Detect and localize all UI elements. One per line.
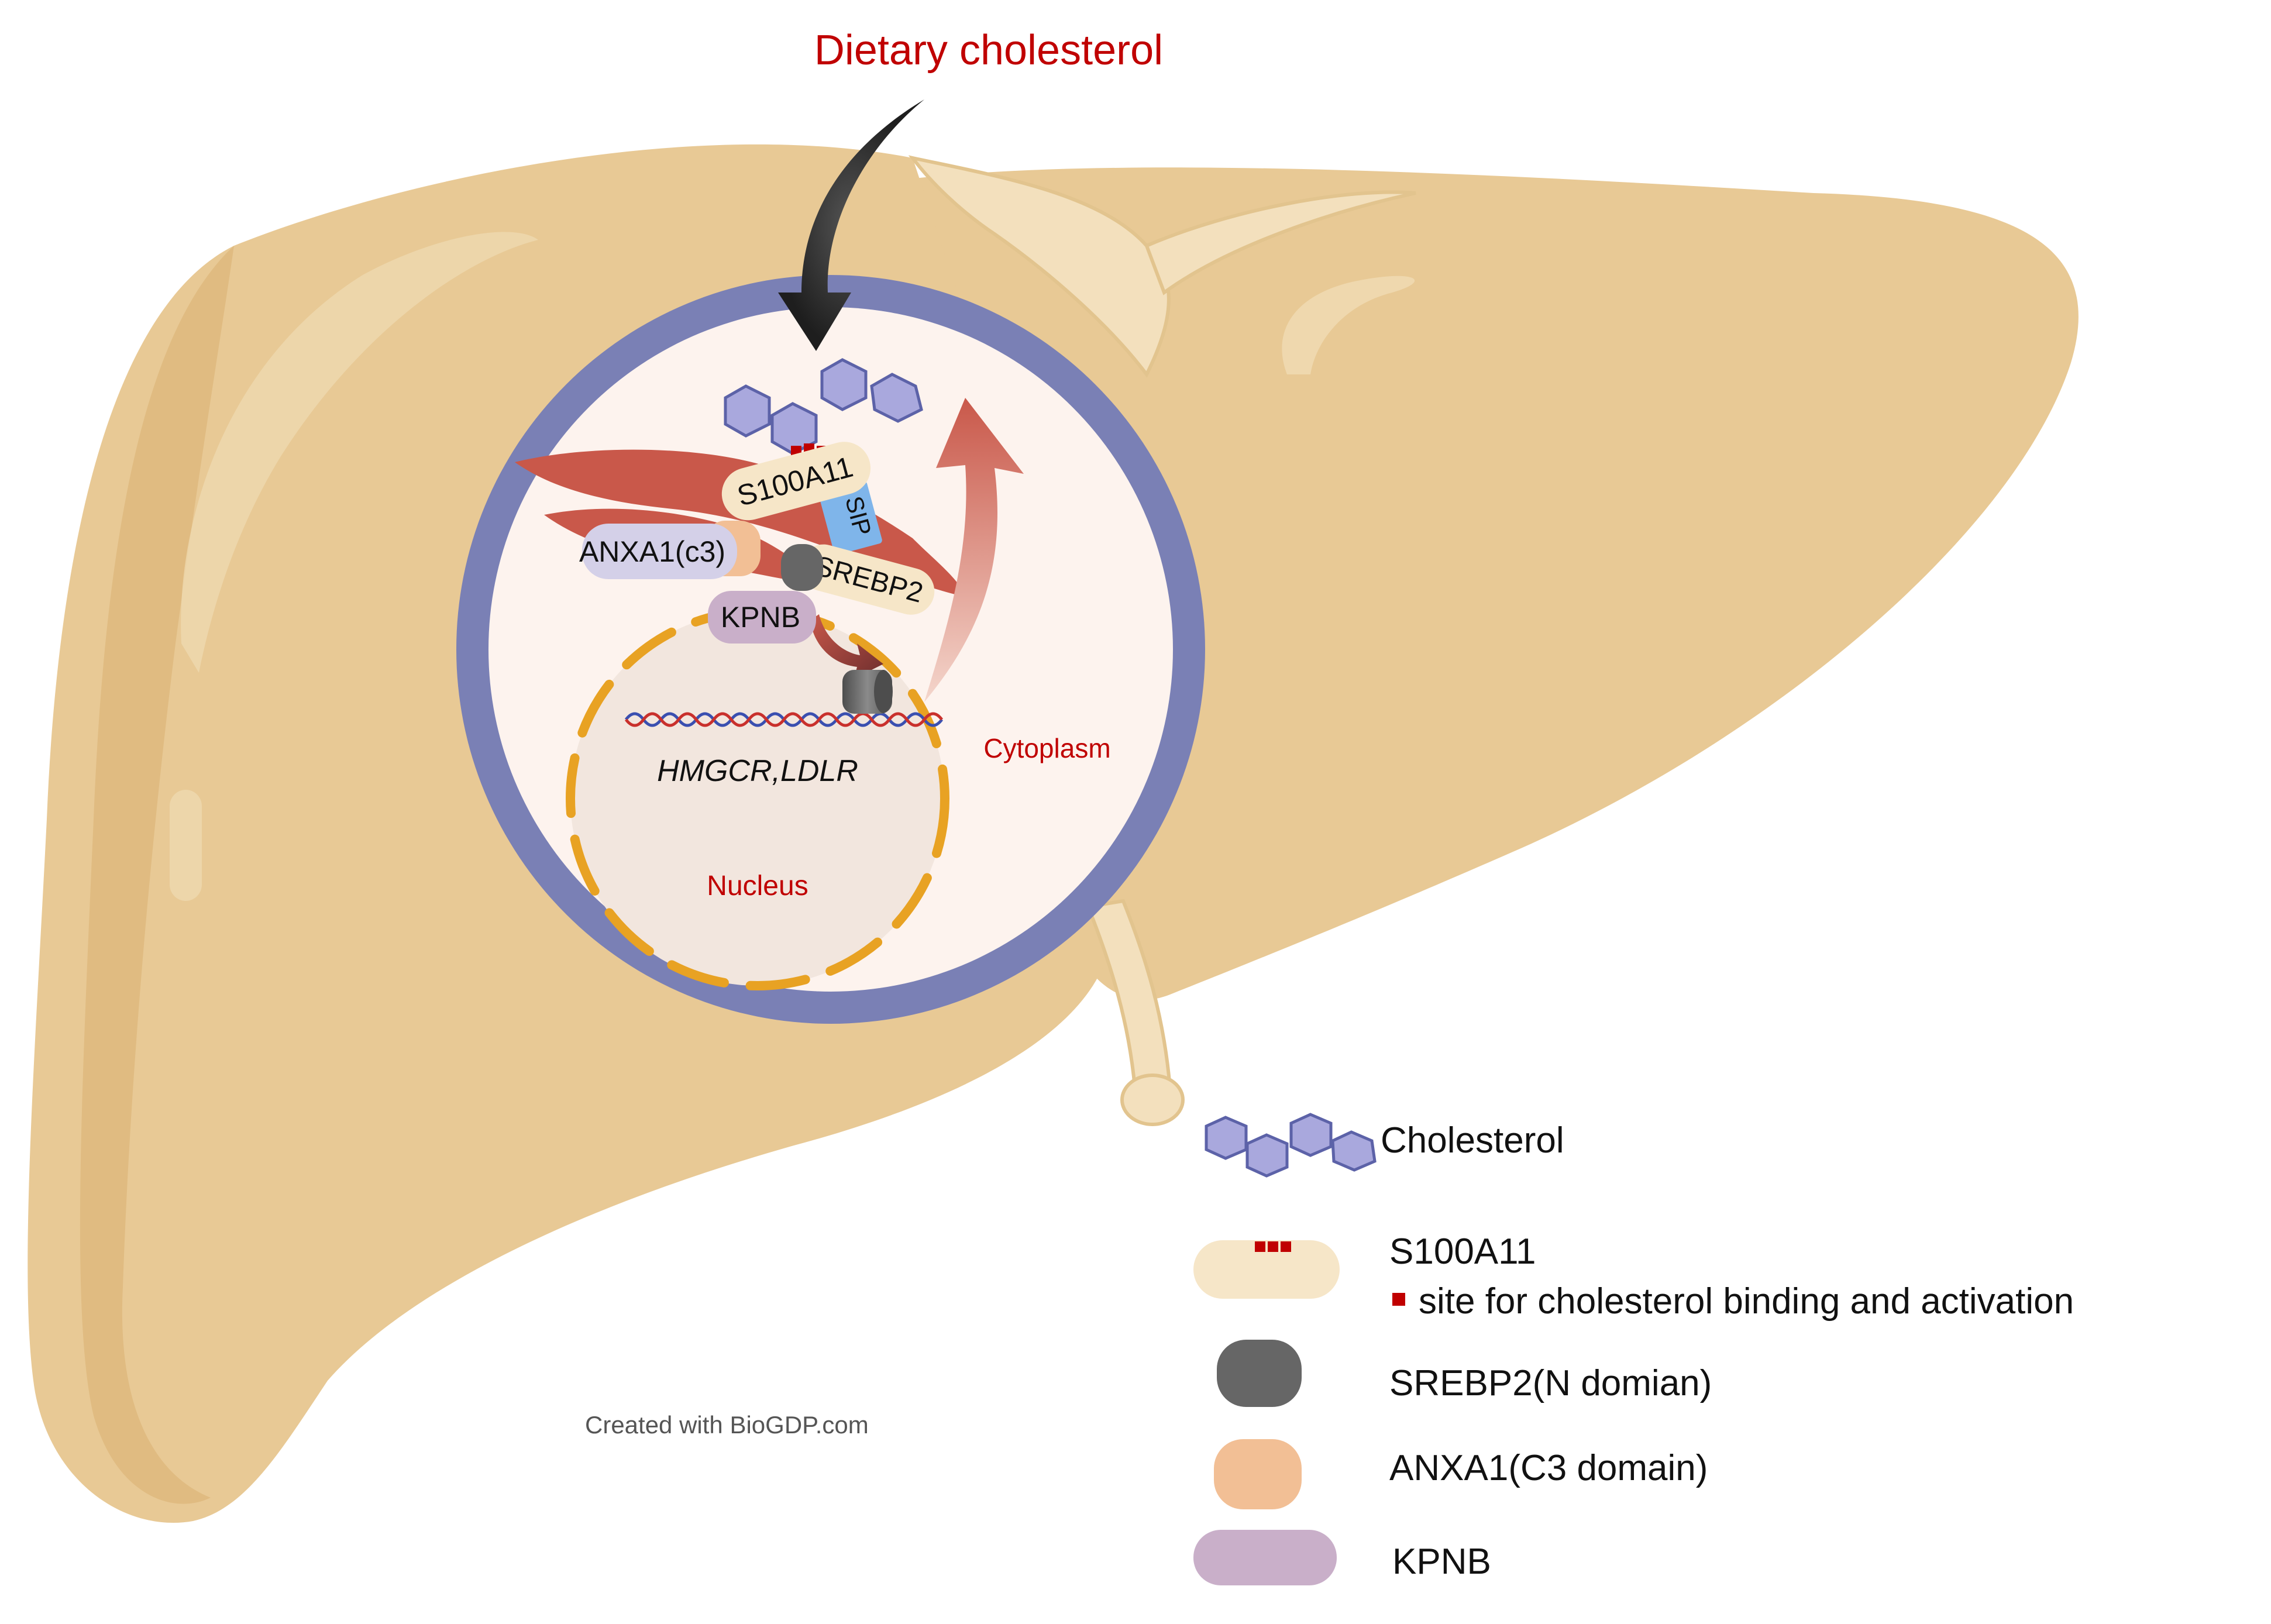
hepatocyte-cell: HMGCR,LDLR Nucleus Cytoplasm SIP [456,275,1205,1024]
round-ligament-tip [1120,1074,1185,1126]
dna-helix [625,712,943,727]
credit-text: Created with BioGDP.com [585,1411,869,1439]
anxa1-protein [582,524,737,579]
liver-highlight-2 [1282,276,1415,374]
srebp2-translocation-up-arrow [924,398,1024,702]
endoplasmic-reticulum [515,449,965,597]
legend-kpnb-swatch [1193,1530,1337,1585]
nucleus-label: Nucleus [707,871,808,902]
liver-left-shade [80,246,234,1504]
liver-right-lobe [889,167,2079,1000]
falciform-ligament-right [1144,190,1416,295]
legend-binding-site-squares [1255,1241,1291,1252]
kpnb-protein [708,591,816,644]
legend-srebp2-swatch [1217,1340,1302,1407]
nuclear-envelope [566,607,949,990]
legend-anxa1-label: ANXA1(C3 domain) [1389,1448,1708,1488]
legend-cholesterol-icon [1205,1113,1377,1178]
srebp2-n-domain-nuclear [842,670,893,714]
dietary-cholesterol-arrow [778,99,924,351]
anxa1-label: ANXA1(c3) [579,535,725,568]
legend: Cholesterol S100A11 site for cholesterol… [1193,1113,2074,1585]
legend-s100a11-label: S100A11 [1389,1231,1536,1272]
legend-srebp2-label: SREBP2(N domian) [1389,1363,1712,1403]
liver-highlight-3 [170,790,202,901]
cytoplasm-label: Cytoplasm [983,733,1110,763]
target-genes-label: HMGCR,LDLR [657,754,858,788]
sip-protein: SIP [818,481,882,555]
nuclear-import-arrow [810,614,883,679]
legend-binding-site-bullet [1392,1293,1405,1306]
legend-s100a11-note: site for cholesterol binding and activat… [1419,1281,2074,1322]
legend-s100a11-swatch [1193,1240,1340,1299]
liver-highlight-1 [181,232,538,673]
cholesterol-molecule-cell [724,358,923,455]
legend-kpnb-label: KPNB [1392,1542,1491,1582]
kpnb-label: KPNB [721,601,800,634]
srebp2-n-domain [781,544,823,591]
legend-anxa1-swatch [1214,1439,1302,1509]
falciform-ligament [908,155,1171,378]
dietary-cholesterol-label: Dietary cholesterol [814,27,1163,74]
legend-cholesterol-label: Cholesterol [1381,1120,1564,1161]
